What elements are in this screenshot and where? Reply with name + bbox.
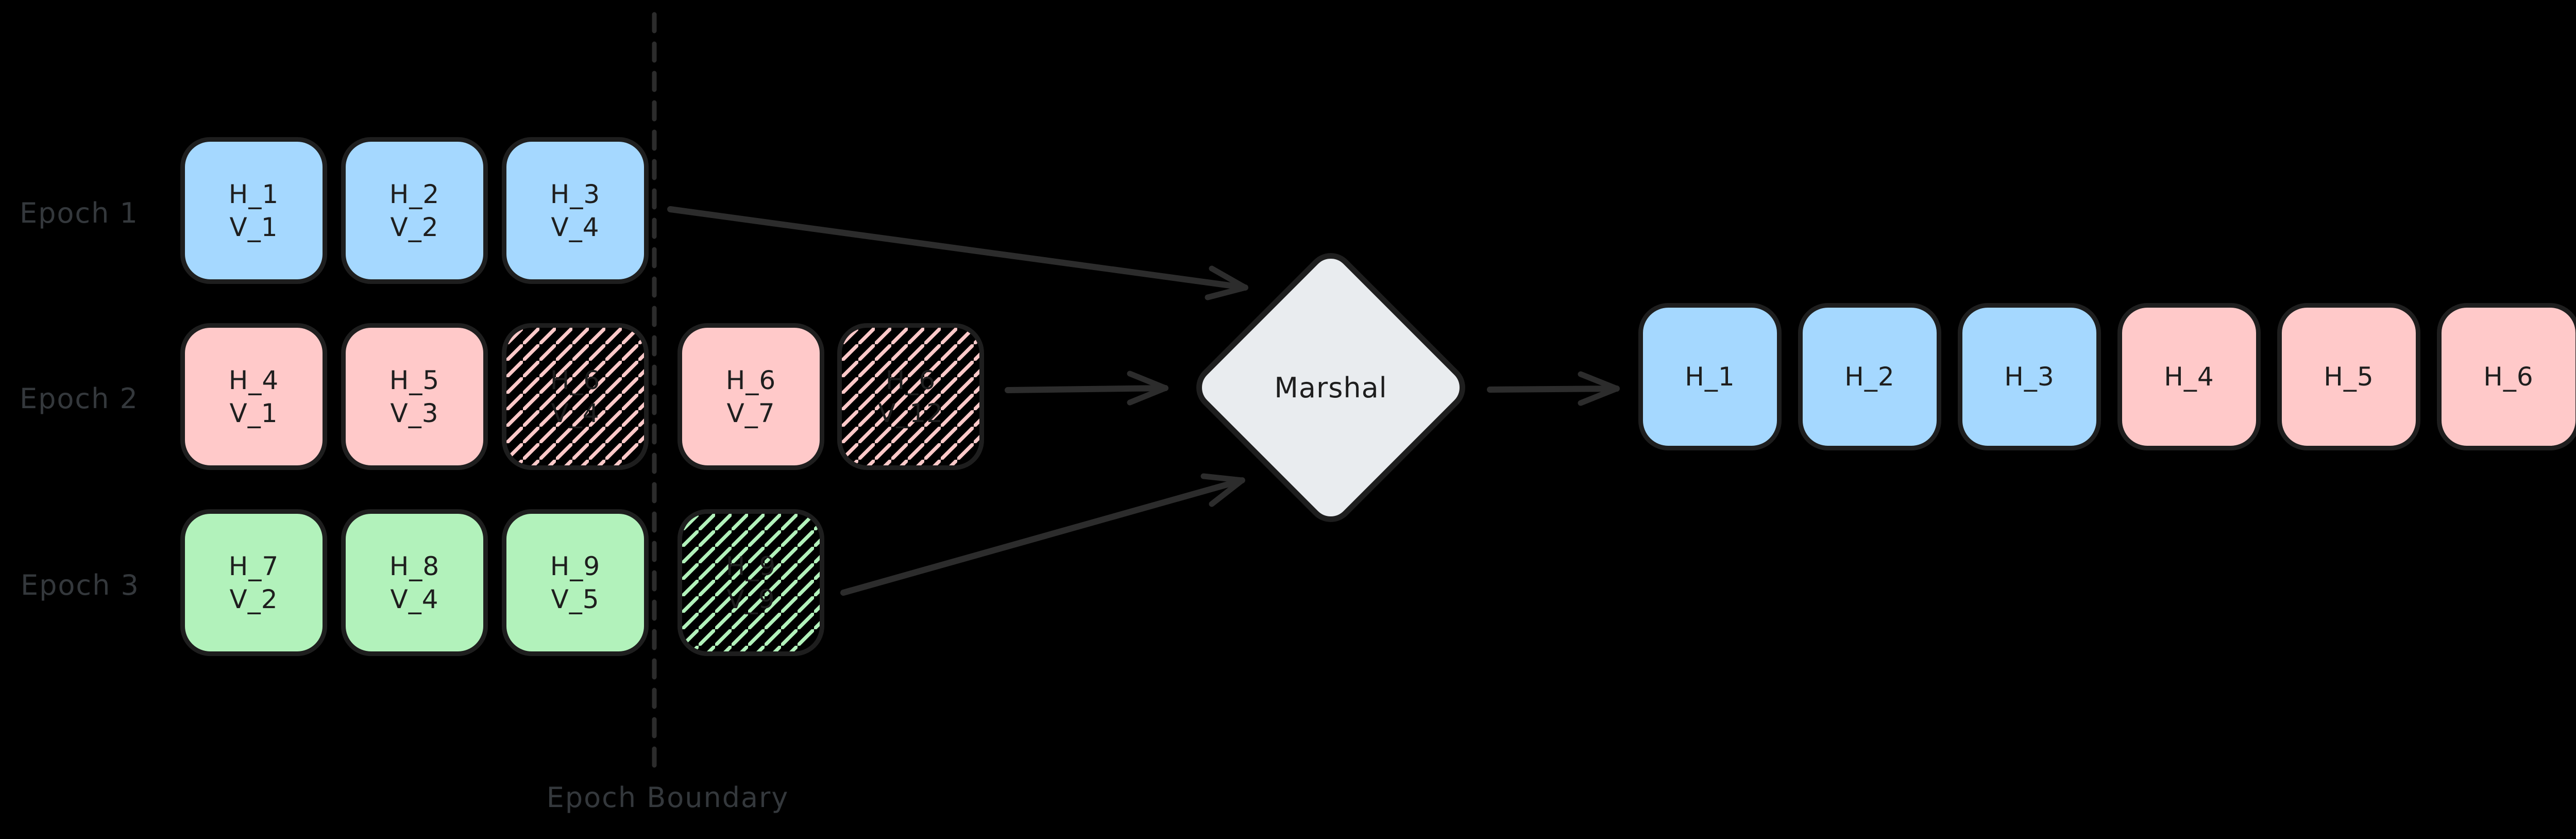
- box-label: H_1: [1685, 362, 1735, 392]
- epoch2-label: Epoch 2: [20, 382, 139, 415]
- marshal-node: Marshal: [1186, 243, 1476, 532]
- arrow-marshal-to-output-icon: [1487, 371, 1620, 406]
- arrow-epoch1-to-marshal-icon: [667, 206, 1248, 300]
- box-label: H_4: [2164, 362, 2214, 392]
- output-box-h2: H_2: [1798, 303, 1941, 450]
- hatch-pink-icon: [842, 328, 979, 465]
- arrow-epoch3-to-marshal-icon: [840, 473, 1245, 596]
- output-box-h3: H_3: [1958, 303, 2101, 450]
- output-box-h6: H_6: [2437, 303, 2576, 450]
- output-box-h1: H_1: [1638, 303, 1782, 450]
- marshal-label: Marshal: [1274, 371, 1387, 404]
- epoch3-label: Epoch 3: [21, 569, 140, 601]
- output-box-h4: H_4: [2117, 303, 2261, 450]
- epoch-boundary-label: Epoch Boundary: [546, 781, 789, 814]
- box-label: H_2: [1844, 362, 1895, 392]
- box-label: H_5: [2324, 362, 2374, 392]
- box-label: H_6: [2483, 362, 2534, 392]
- hatch-green-icon: [682, 514, 820, 651]
- hatch-pink-icon: [506, 328, 644, 465]
- arrow-epoch2-to-marshal-icon: [1005, 371, 1168, 406]
- box-label: H_3: [2004, 362, 2055, 392]
- output-box-h5: H_5: [2277, 303, 2420, 450]
- epoch1-label: Epoch 1: [20, 197, 139, 229]
